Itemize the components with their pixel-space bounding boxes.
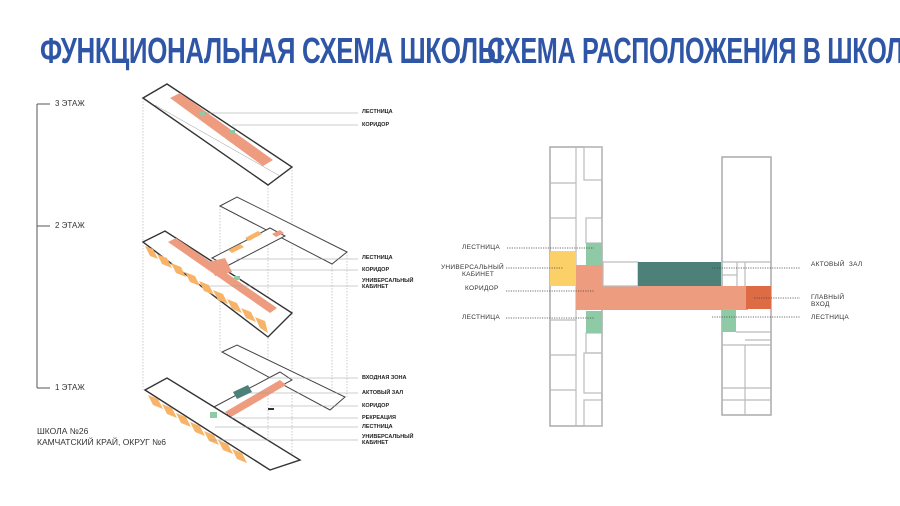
stair-mark: [230, 130, 235, 134]
floor-1-connector: [211, 371, 293, 417]
f1-corridor-label: КОРИДОР: [362, 403, 390, 409]
floor-label-3: 3 ЭТАЖ: [55, 99, 85, 108]
plan-universal-label-2: КАБИНЕТ: [462, 271, 495, 278]
floor-1-slab: [143, 377, 302, 471]
f1-hall-label: АКТОВЫЙ ЗАЛ: [362, 390, 404, 396]
corridor-main: [576, 286, 748, 310]
stair-right: [722, 309, 736, 332]
f2-stair-label: ЛЕСТНИЦА: [362, 255, 393, 261]
plan-hall-label: АКТОВЫЙ ЗАЛ: [811, 261, 863, 268]
f3-corridor-label: КОРИДОР: [362, 122, 390, 128]
universal-room: [550, 252, 576, 286]
f2-corridor-label: КОРИДОР: [362, 267, 390, 273]
plan-leader-lines: [506, 247, 800, 319]
connector-room: [602, 261, 639, 287]
f3-stair-label: ЛЕСТНИЦА: [362, 109, 393, 115]
f2-universal-label-2: КАБИНЕТ: [362, 284, 389, 290]
left-title: ФУНКЦИОНАЛЬНАЯ СХЕМА ШКОЛЫ: [40, 30, 503, 71]
main-entrance: [746, 286, 771, 309]
plan-stair-top-label: ЛЕСТНИЦА: [462, 244, 500, 251]
floor-2-side-wing: [218, 196, 348, 265]
plan-stair-right-label: ЛЕСТНИЦА: [811, 314, 849, 321]
school-location: КАМЧАТСКИЙ КРАЙ, ОКРУГ №6: [37, 437, 166, 447]
f2-universal-label-1: УНИВЕРСАЛЬНЫЙ: [362, 278, 414, 284]
floor-label-1: 1 ЭТАЖ: [55, 383, 85, 392]
plan-corridor-label: КОРИДОР: [465, 285, 499, 292]
plan-stair-bottom-label: ЛЕСТНИЦА: [462, 314, 500, 321]
hall-mark: [233, 385, 252, 399]
plan-universal-label-1: УНИВЕРСАЛЬНЫЙ: [441, 264, 505, 271]
plan-entrance-label-1: ГЛАВНЫЙ: [811, 294, 845, 301]
floor-label-2: 2 ЭТАЖ: [55, 221, 85, 230]
f1-recreation-label: РЕКРЕАЦИЯ: [362, 415, 396, 421]
stair-mark: [200, 112, 205, 116]
f1-universal-label-1: УНИВЕРСАЛЬНЫЙ: [362, 434, 414, 440]
assembly-hall: [638, 262, 721, 286]
f1-universal-label-2: КАБИНЕТ: [362, 440, 389, 446]
f1-stair-label: ЛЕСТНИЦА: [362, 424, 393, 430]
stair-left-bottom: [586, 311, 602, 333]
floor-bracket: [36, 103, 50, 389]
f1-entry-zone-label: ВХОДНАЯ ЗОНА: [362, 375, 407, 381]
leader-lines: [205, 112, 358, 441]
floor-2-slab: [141, 230, 294, 338]
stair-left-top: [586, 243, 602, 265]
plan-entrance-label-2: ВХОД: [811, 301, 830, 308]
school-name: ШКОЛА №26: [37, 426, 89, 436]
right-title: СХЕМА РАСПОЛОЖЕНИЯ В ШКОЛЕ: [487, 30, 900, 71]
floor-3-slab: [141, 83, 294, 186]
